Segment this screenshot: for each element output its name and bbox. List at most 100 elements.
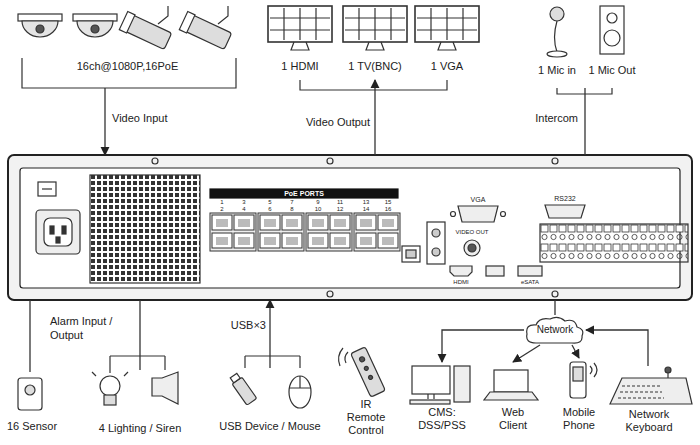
screen-grid [417,17,477,18]
phone-body [570,362,586,398]
edge-label: Video Output [292,116,370,129]
esata-port [518,266,542,276]
vga-connector [458,206,498,222]
connector-label: VIDEO OUT [447,229,497,236]
computer-keyboard [410,400,450,404]
laptop-base [484,392,538,400]
device-group: 16 Sensor [4,372,60,442]
remote-body [351,347,386,397]
remote-button [364,366,369,371]
screen-grid [446,8,447,40]
speaker-woofer [604,30,620,46]
remote-button [359,356,366,363]
poe-port-socket [286,219,298,227]
poe-port [260,215,280,230]
screen-grid [430,8,431,40]
screen-grid [417,29,477,30]
port-number: 6 [258,206,282,213]
laptop-screen [494,370,528,392]
poe-port-socket [264,237,276,245]
port-group [354,213,400,251]
monitor-screen [415,6,479,42]
connector [269,300,270,368]
connector-screw [501,212,506,217]
poe-port [234,233,254,248]
poe-port [260,233,280,248]
poe-port [330,215,350,230]
bracket [110,356,165,370]
screen-grid [270,17,330,18]
device-group: USB Device / Mouse [212,368,328,442]
camera-mount [218,6,228,24]
port-header: PoE PORTS [210,189,398,198]
ir-waves [339,348,348,366]
bullet-camera-hood [119,12,135,34]
poe-port [330,233,350,248]
rs232-connector [545,205,585,218]
power-socket-inner [44,218,72,246]
alarm-terminal-block [540,224,688,262]
monitor-icon [268,6,332,50]
usb-port [486,266,504,276]
monitor-icon [343,6,407,50]
device-label: 1 VGA [417,60,477,73]
connector [584,88,585,155]
power-pin [50,226,54,234]
port-group [210,213,256,251]
port-number: 2 [210,206,234,213]
network-keyboard-body [610,378,692,404]
port-number: 12 [328,206,352,213]
connector-label: VGA [458,196,498,204]
poe-port [212,233,232,248]
port-number: 10 [306,206,330,213]
edge-label: Video Input [112,112,192,125]
screen-grid [283,8,284,40]
device-label: 16 Sensor [4,420,60,433]
connector-label: HDMI [446,279,476,286]
port-number: 8 [280,206,304,213]
joystick-knob [665,367,671,373]
poe-port-socket [334,219,346,227]
device-label: Mobile Phone [554,406,604,432]
device-label: Web Client [488,406,538,432]
microphone-stem [555,21,558,52]
screen-grid [270,29,330,30]
nvr-device: PoE PORTS [8,155,692,300]
device-label: 4 Lighting / Siren [86,422,194,435]
port-number: 16 [376,206,400,213]
poe-port-socket [238,219,250,227]
speaker-box [600,6,624,54]
sensor-icon [18,378,42,410]
device-label: 1 Mic in [529,64,585,77]
poe-port-socket [360,237,372,245]
connector [29,300,30,372]
device-group: IR Remote Control [336,342,396,442]
screen-grid [374,8,375,40]
microphone-base [547,51,567,57]
camera-mount [158,6,168,24]
sensor-eye [25,385,35,395]
poe-port [308,233,328,248]
device-label: USB Device / Mouse [212,420,328,433]
microphone-head [550,7,564,21]
connector [104,88,105,155]
poe-port [378,233,398,248]
edge-label: Intercom [514,112,578,125]
phone-screen [573,367,583,381]
port-number: 9 [306,199,330,206]
network-cloud: Network [524,315,586,345]
device-label: Network Keyboard [614,408,684,434]
screen-grid [390,8,391,40]
poe-port-socket [312,237,324,245]
bullet-camera [179,12,232,51]
port-number: 4 [232,206,256,213]
power-socket [36,210,80,254]
poe-port-socket [334,237,346,245]
poe-port-socket [382,219,394,227]
connector [554,300,555,315]
dome-camera [77,21,113,37]
poe-port-socket [382,237,394,245]
device-label: 1 Mic Out [582,64,642,77]
mouse-icon [289,376,311,408]
power-pin [62,226,66,234]
